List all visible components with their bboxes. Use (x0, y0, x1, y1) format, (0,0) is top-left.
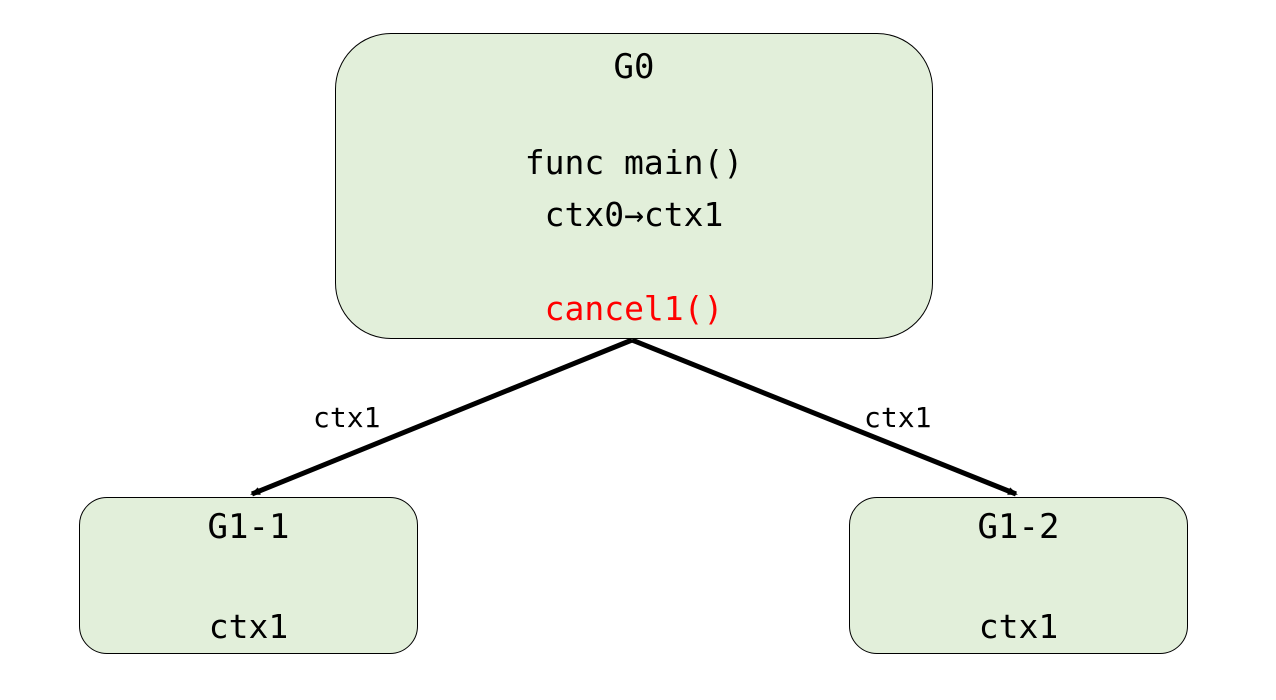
edge-label-left: ctx1 (313, 401, 381, 434)
edge-g0-to-g1-1 (250, 337, 633, 497)
node-g1-1-title: G1-1 (207, 507, 290, 547)
node-g0: G0 func main() ctx0→ctx1 cancel1() (335, 33, 933, 339)
node-g0-ctx-derivation: ctx0→ctx1 (544, 195, 724, 234)
node-g1-1: G1-1 ctx1 (79, 497, 418, 654)
node-g0-title: G0 (613, 47, 655, 87)
edge-g0-to-g1-2 (631, 337, 1018, 497)
node-g0-cancel-call: cancel1() (544, 289, 724, 328)
node-g1-2: G1-2 ctx1 (849, 497, 1188, 654)
node-g1-2-title: G1-2 (977, 507, 1060, 547)
node-g1-1-context: ctx1 (208, 607, 289, 646)
edge-label-right: ctx1 (864, 401, 932, 434)
node-g0-func-main: func main() (524, 143, 744, 182)
node-g1-2-context: ctx1 (978, 607, 1059, 646)
